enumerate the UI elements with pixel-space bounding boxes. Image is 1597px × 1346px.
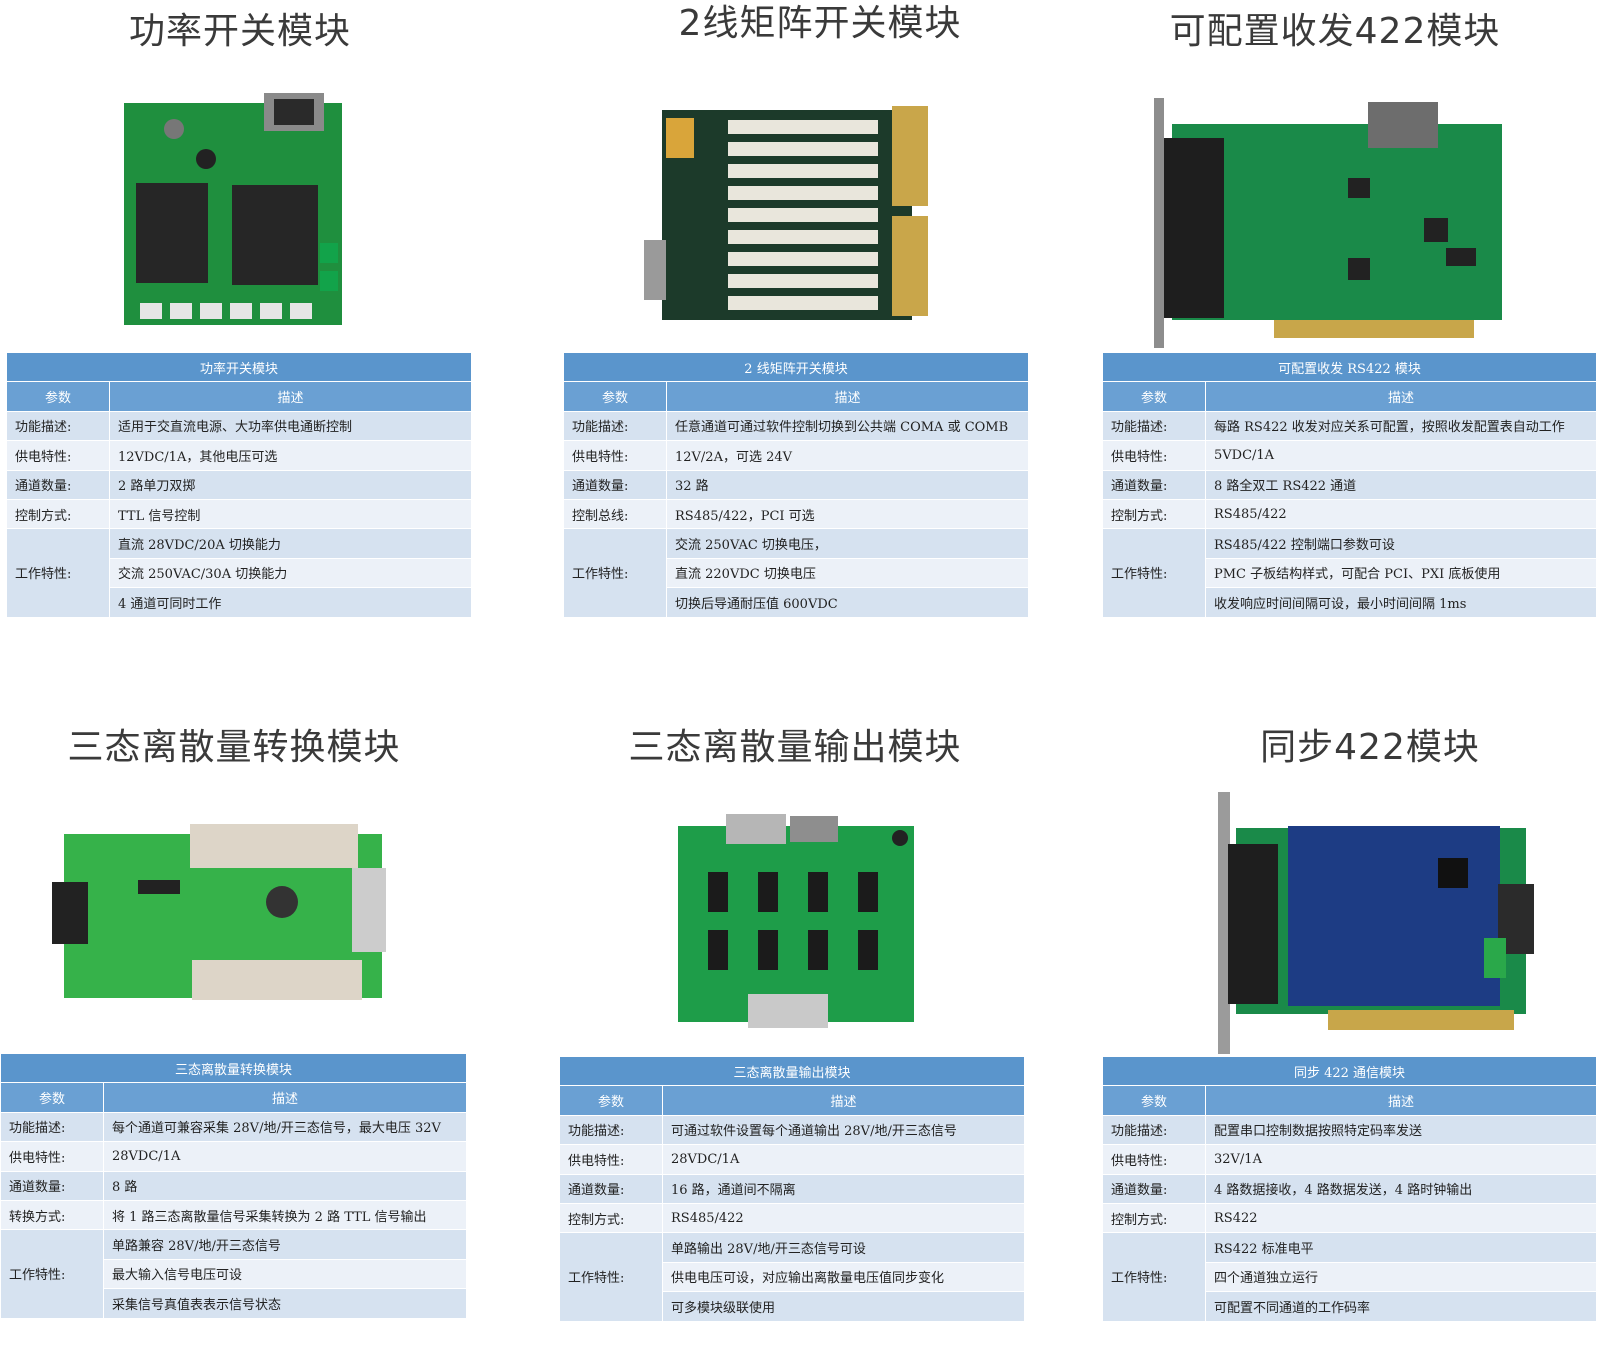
table-row: 控制方式:RS422 [1102, 1202, 1597, 1234]
pcb-matrix-switch-icon [644, 100, 942, 322]
module-title: 同步422模块 [1260, 727, 1480, 768]
col-desc-header: 描述 [662, 1085, 1025, 1116]
table-row: 通道数量:2 路单刀双掷 [6, 469, 472, 500]
table-row: 供电特性:28VDC/1A [559, 1144, 1025, 1175]
table-row: 通道数量:16 路，通道间不隔离 [559, 1173, 1025, 1204]
col-desc-header: 描述 [103, 1082, 467, 1113]
module-title: 功率开关模块 [128, 11, 351, 52]
table-row: 工作特性:RS485/422 控制端口参数可设 [1102, 528, 1597, 618]
pcb-tristate-convert-icon [52, 824, 392, 1002]
col-desc-header: 描述 [666, 381, 1029, 412]
pcb-tristate-output-icon [678, 814, 918, 1028]
table-row: 收发响应时间间隔可设，最小时间间隔 1ms [1103, 587, 1597, 618]
table-row: 供电特性:5VDC/1A [1102, 440, 1597, 471]
spec-table: 2 线矩阵开关模块 参数描述 功能描述:任意通道可通过软件控制切换到公共端 CO… [563, 351, 1029, 618]
table-row: 功能描述:可通过软件设置每个通道输出 28V/地/开三态信号 [559, 1114, 1025, 1146]
module-title: 可配置收发422模块 [1169, 11, 1501, 52]
module-title: 三态离散量输出模块 [628, 727, 962, 768]
table-row: 控制方式:TTL 信号控制 [6, 498, 472, 530]
table-row: 通道数量:8 路全双工 RS422 通道 [1102, 469, 1597, 500]
spec-table: 功率开关模块 参数描述 功能描述:适用于交直流电源、大功率供电通断控制 供电特性… [6, 351, 472, 618]
table-row: 转换方式:将 1 路三态离散量信号采集转换为 2 路 TTL 信号输出 [0, 1199, 467, 1231]
table-row: 控制方式:RS485/422 [1102, 498, 1597, 530]
table-row: 功能描述:适用于交直流电源、大功率供电通断控制 [6, 410, 472, 442]
table-row: 供电特性:12V/2A，可选 24V [563, 440, 1029, 471]
table-row: 工作特性:单路输出 28V/地/开三态信号可设 [559, 1232, 1025, 1322]
table-row: 功能描述:任意通道可通过软件控制切换到公共端 COMA 或 COMB [563, 410, 1029, 442]
spec-table: 同步 422 通信模块 参数描述 功能描述:配置串口控制数据按照特定码率发送 供… [1102, 1055, 1597, 1322]
table-row: 通道数量:32 路 [563, 469, 1029, 500]
module-title: 三态离散量转换模块 [67, 727, 401, 768]
table-caption: 2 线矩阵开关模块 [563, 351, 1029, 383]
col-param-header: 参数 [563, 381, 667, 412]
col-param-header: 参数 [559, 1085, 663, 1116]
col-desc-header: 描述 [1205, 381, 1597, 412]
col-param-header: 参数 [6, 381, 110, 412]
table-row: 供电特性:12VDC/1A，其他电压可选 [6, 440, 472, 471]
pcb-configurable-422-icon [1154, 98, 1504, 348]
table-caption: 三态离散量输出模块 [559, 1055, 1025, 1087]
table-caption: 同步 422 通信模块 [1102, 1055, 1597, 1087]
module-matrix-switch: 2线矩阵开关模块 [540, 0, 1080, 640]
spec-table: 三态离散量转换模块 参数描述 功能描述:每个通道可兼容采集 28V/地/开三态信… [0, 1052, 467, 1319]
spec-table: 可配置收发 RS422 模块 参数描述 功能描述:每路 RS422 收发对应关系… [1102, 351, 1597, 618]
pcb-power-switch-icon [124, 93, 342, 325]
table-row: 工作特性:直流 28VDC/20A 切换能力 [6, 528, 472, 618]
module-title: 2线矩阵开关模块 [678, 3, 962, 44]
col-param-header: 参数 [0, 1082, 104, 1113]
table-row: 四个通道独立运行 [1103, 1261, 1597, 1293]
table-row: 切换后导通耐压值 600VDC [564, 587, 1029, 618]
table-caption: 功率开关模块 [6, 351, 472, 383]
module-power-switch: 功率开关模块 [0, 0, 540, 640]
table-caption: 可配置收发 RS422 模块 [1102, 351, 1597, 383]
table-row: 功能描述:每个通道可兼容采集 28V/地/开三态信号，最大电压 32V [0, 1111, 467, 1143]
table-caption: 三态离散量转换模块 [0, 1052, 467, 1084]
col-param-header: 参数 [1102, 381, 1206, 412]
module-tristate-convert: 三态离散量转换模块 [0, 700, 540, 1346]
table-row: 供电特性:32V/1A [1102, 1144, 1597, 1175]
col-desc-header: 描述 [109, 381, 472, 412]
table-row: PMC 子板结构样式，可配合 PCI、PXI 底板使用 [1103, 557, 1597, 589]
table-row: 功能描述:配置串口控制数据按照特定码率发送 [1102, 1114, 1597, 1146]
table-row: 工作特性:交流 250VAC 切换电压， [563, 528, 1029, 618]
table-row: 4 通道可同时工作 [7, 587, 472, 618]
table-row: 可多模块级联使用 [560, 1291, 1025, 1322]
table-row: 交流 250VAC/30A 切换能力 [7, 557, 472, 589]
col-param-header: 参数 [1102, 1085, 1206, 1116]
module-configurable-422: 可配置收发422模块 [1080, 0, 1597, 640]
table-row: 工作特性:RS422 标准电平 [1102, 1232, 1597, 1322]
table-row: 可配置不同通道的工作码率 [1103, 1291, 1597, 1322]
table-row: 控制方式:RS485/422 [559, 1202, 1025, 1234]
table-row: 控制总线:RS485/422，PCI 可选 [563, 498, 1029, 530]
table-row: 采集信号真值表表示信号状态 [1, 1288, 467, 1319]
module-sync-422: 同步422模块 [1080, 700, 1597, 1346]
col-desc-header: 描述 [1205, 1085, 1597, 1116]
spec-table: 三态离散量输出模块 参数描述 功能描述:可通过软件设置每个通道输出 28V/地/… [559, 1055, 1025, 1322]
table-row: 供电电压可设，对应输出离散量电压值同步变化 [560, 1261, 1025, 1293]
pcb-sync-422-icon [1198, 792, 1548, 1056]
table-row: 通道数量:8 路 [0, 1170, 467, 1201]
table-row: 工作特性:单路兼容 28V/地/开三态信号 [0, 1229, 467, 1319]
table-row: 功能描述:每路 RS422 收发对应关系可配置，按照收发配置表自动工作 [1102, 410, 1597, 442]
table-row: 通道数量:4 路数据接收，4 路数据发送，4 路时钟输出 [1102, 1173, 1597, 1204]
table-row: 供电特性:28VDC/1A [0, 1141, 467, 1172]
table-row: 直流 220VDC 切换电压 [564, 557, 1029, 589]
module-tristate-output: 三态离散量输出模块 [540, 700, 1080, 1346]
